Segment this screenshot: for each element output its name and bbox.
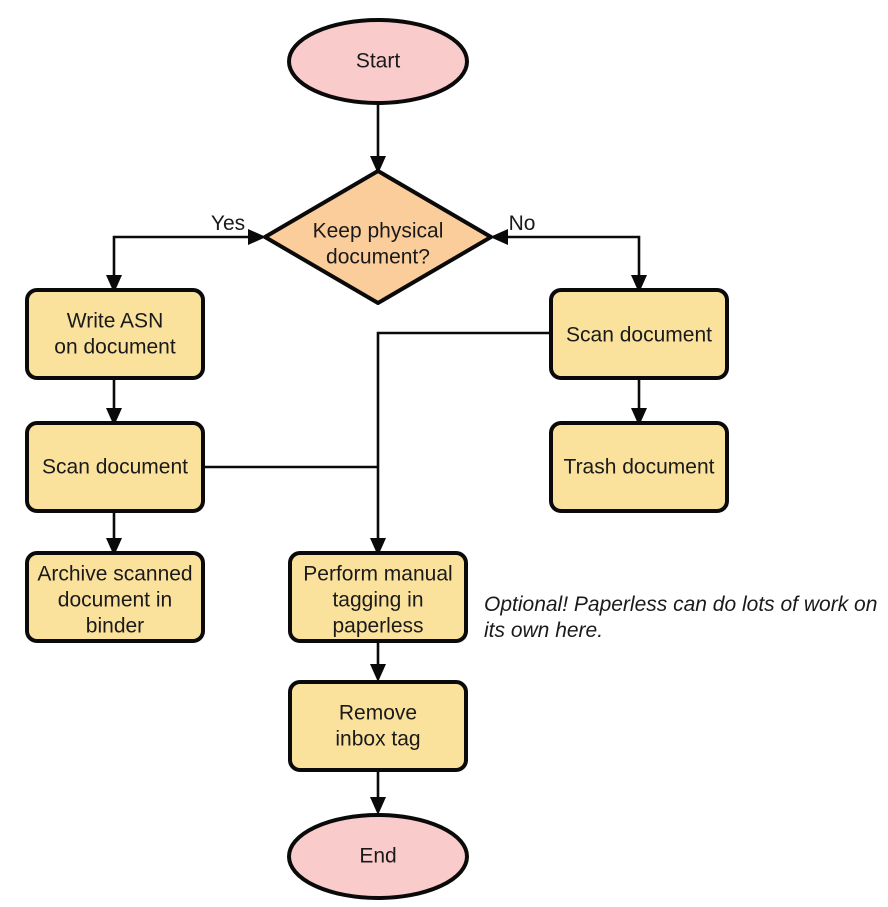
tagging-box[interactable] <box>288 551 468 643</box>
write-asn-label-line1: Write ASN <box>67 310 163 333</box>
tagging-label-line1: Perform manual <box>303 563 452 586</box>
arrowhead-icon <box>106 538 122 556</box>
node-perform-manual-tagging[interactable]: Perform manual tagging in paperless <box>288 551 468 643</box>
archive-label-line1: Archive scanned <box>37 563 192 586</box>
edge-remove-inbox-to-end <box>370 770 386 815</box>
end-ellipse[interactable] <box>287 813 469 900</box>
node-decision-keep-physical-document[interactable]: Keep physical document? <box>263 169 493 305</box>
decision-label-line1: Keep physical <box>313 220 444 243</box>
node-write-asn-on-document[interactable]: Write ASN on document <box>25 288 205 380</box>
decision-label-line2: document? <box>326 246 430 269</box>
decision-diamond[interactable] <box>263 169 493 305</box>
edge-write-asn-to-scan-left <box>106 378 122 426</box>
tagging-label-line3: paperless <box>332 615 423 638</box>
arrowhead-icon <box>370 664 386 682</box>
archive-label-line2: document in <box>58 589 172 612</box>
start-ellipse[interactable] <box>287 18 469 105</box>
arrowhead-icon <box>106 275 122 293</box>
write-asn-box[interactable] <box>25 288 205 380</box>
edge-tagging-to-remove-inbox <box>370 641 386 682</box>
archive-box[interactable] <box>25 551 205 643</box>
tagging-label-line2: tagging in <box>332 589 423 612</box>
trash-document-box[interactable] <box>549 421 729 513</box>
node-start[interactable]: Start <box>287 18 469 105</box>
edge-decision-yes-to-write-asn <box>106 229 266 293</box>
remove-inbox-label-line1: Remove <box>339 702 417 725</box>
note-line1: Optional! Paperless can do lots of work … <box>484 593 877 616</box>
node-remove-inbox-tag[interactable]: Remove inbox tag <box>288 680 468 772</box>
scan-document-left-label: Scan document <box>42 456 188 479</box>
remove-inbox-label-line2: inbox tag <box>335 728 420 751</box>
arrowhead-icon <box>106 408 122 426</box>
node-trash-document[interactable]: Trash document <box>549 421 729 513</box>
arrowhead-icon <box>490 229 508 245</box>
archive-label-line3: binder <box>86 615 144 638</box>
start-label: Start <box>356 50 401 73</box>
write-asn-label-line2: on document <box>54 336 176 359</box>
node-end[interactable]: End <box>287 813 469 900</box>
trash-document-label: Trash document <box>564 456 715 479</box>
edge-scan-right-to-tagging <box>376 331 551 546</box>
node-scan-document-right[interactable]: Scan document <box>549 288 729 380</box>
note-line2: its own here. <box>484 619 603 642</box>
arrowhead-icon <box>370 797 386 815</box>
arrowhead-icon <box>631 408 647 426</box>
arrowhead-icon <box>370 156 386 174</box>
edge-scan-left-to-tagging <box>205 465 386 556</box>
scan-document-right-box[interactable] <box>549 288 729 380</box>
arrowhead-icon <box>631 275 647 293</box>
annotation-note: Optional! Paperless can do lots of work … <box>484 593 877 642</box>
edge-scan-left-to-archive <box>106 511 122 556</box>
edge-decision-no-to-scan-right <box>490 229 647 293</box>
edge-label-yes: Yes <box>211 212 245 235</box>
arrowhead-icon <box>370 538 386 556</box>
scan-document-right-label: Scan document <box>566 324 712 347</box>
edge-label-no: No <box>509 212 536 235</box>
arrowhead-icon <box>248 229 266 245</box>
scan-document-left-box[interactable] <box>25 421 205 513</box>
edge-scan-right-to-trash <box>631 378 647 426</box>
end-label: End <box>359 845 396 868</box>
edge-start-to-decision <box>370 103 386 174</box>
node-archive-scanned-document[interactable]: Archive scanned document in binder <box>25 551 205 643</box>
node-scan-document-left[interactable]: Scan document <box>25 421 205 513</box>
remove-inbox-tag-box[interactable] <box>288 680 468 772</box>
